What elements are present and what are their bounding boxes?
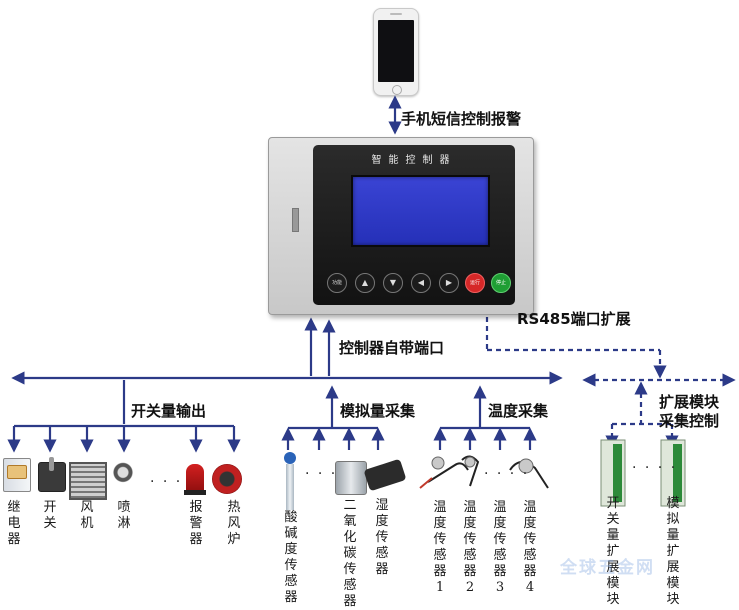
alarm-icon	[184, 464, 206, 495]
controller-side-slot	[292, 208, 299, 232]
analog-input-label: 模拟量采集	[340, 402, 416, 420]
up-button[interactable]: ▲	[355, 273, 375, 293]
switch-icon	[38, 457, 66, 492]
device-label-sprinkler: 喷淋	[117, 500, 131, 531]
down-button[interactable]: ▼	[383, 273, 403, 293]
module-ellipsis: · · · ·	[632, 460, 678, 476]
temp-ellipsis: · · · ·	[484, 466, 530, 482]
co2-sensor-icon	[335, 461, 367, 495]
left-button[interactable]: ◀	[411, 273, 431, 293]
stop-button[interactable]: 停止	[491, 273, 511, 293]
mobile-phone	[373, 8, 419, 96]
switch-ellipsis: · · · ·	[150, 474, 196, 490]
builtin-port-label: 控制器自带端口	[339, 339, 445, 357]
device-label-temp-sensor-4: 温度传感器4	[523, 500, 537, 595]
device-label-ph-sensor: 酸碱度传感器	[284, 510, 298, 605]
watermark: 全球五金网	[560, 558, 655, 578]
device-label-switch: 开关	[43, 500, 57, 531]
sms-alarm-label: 手机短信控制报警	[401, 110, 522, 128]
phone-home-button	[392, 85, 402, 95]
device-label-temp-sensor-2: 温度传感器2	[463, 500, 477, 595]
rs485-extension-label: RS485端口扩展	[517, 310, 631, 328]
controller-title: 智能控制器	[371, 155, 457, 166]
device-label-co2-sensor: 二氧化碳传感器	[343, 498, 357, 609]
device-label-fan: 风机	[80, 500, 94, 531]
acquisition-control-label: 采集控制	[659, 412, 720, 430]
device-label-heater: 热风炉	[227, 500, 241, 547]
extension-module-label: 扩展模块	[659, 393, 720, 411]
ph-sensor-icon	[277, 452, 303, 510]
controller-front-panel: 智能控制器 功能 ▲ ▼ ◀ ▶ 运行 停止	[313, 145, 515, 305]
run-button[interactable]: 运行	[465, 273, 485, 293]
smart-controller: 智能控制器 功能 ▲ ▼ ◀ ▶ 运行 停止	[268, 137, 534, 315]
fan-icon	[69, 462, 107, 500]
sprinkler-icon	[113, 462, 133, 488]
heater-icon	[212, 464, 242, 494]
device-label-alarm: 报警器	[189, 500, 203, 547]
device-label-analog-module: 模拟量扩展模块	[666, 496, 680, 607]
phone-screen	[378, 20, 414, 82]
device-label-relay: 继电器	[7, 500, 21, 547]
device-label-temp-sensor-3: 温度传感器3	[493, 500, 507, 595]
relay-icon	[3, 458, 31, 492]
lcd-screen	[351, 175, 490, 247]
device-label-temp-sensor-1: 温度传感器1	[433, 500, 447, 595]
device-label-humidity-sensor: 湿度传感器	[375, 498, 389, 577]
right-button[interactable]: ▶	[439, 273, 459, 293]
switch-output-label: 开关量输出	[131, 402, 207, 420]
function-button[interactable]: 功能	[327, 273, 347, 293]
phone-speaker	[390, 13, 402, 15]
device-label-switch-module: 开关量扩展模块	[606, 496, 620, 607]
temperature-input-label: 温度采集	[488, 402, 549, 420]
